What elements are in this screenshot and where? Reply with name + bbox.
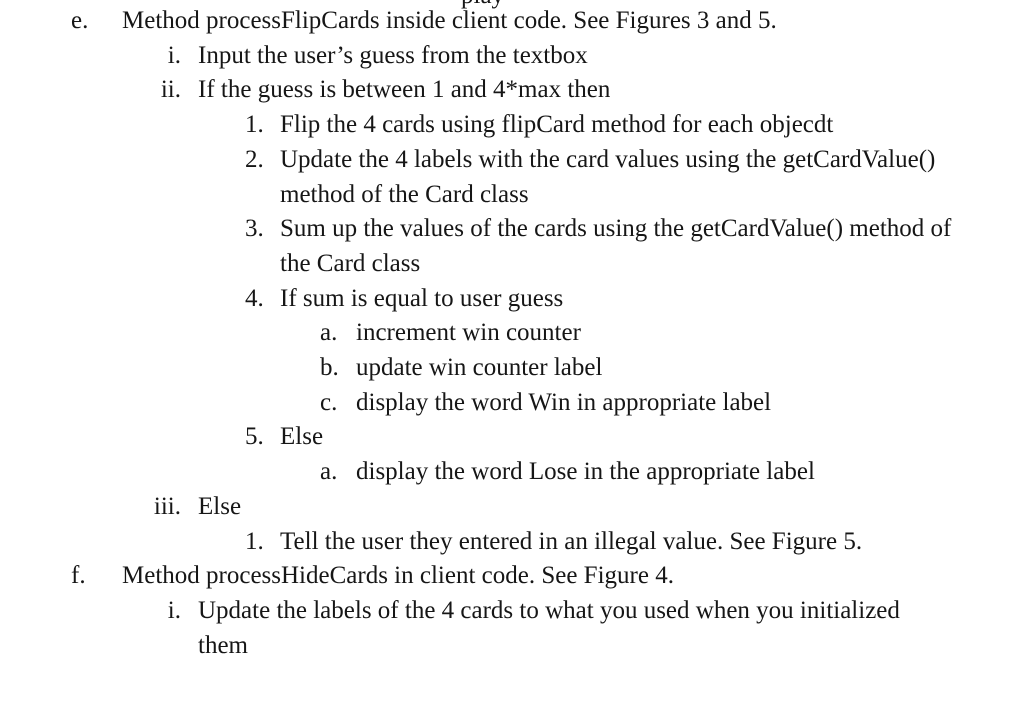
list-marker: i.: [167, 596, 181, 624]
list-item: e. Method processFlipCards inside client…: [0, 4, 1014, 39]
list-marker: 4.: [245, 284, 264, 312]
list-marker: a.: [320, 319, 338, 347]
list-text: Update the labels of the 4 cards to what…: [198, 596, 900, 624]
clipped-line-fragment: play: [461, 0, 531, 12]
list-marker: 1.: [245, 527, 264, 555]
list-item: 4. If sum is equal to user guess: [0, 282, 1014, 317]
list-item: 5. Else: [0, 420, 1014, 455]
list-marker: 5.: [245, 423, 264, 451]
list-text: display the word Lose in the appropriate…: [356, 458, 815, 486]
list-item: method of the Card class: [0, 178, 1014, 213]
list-text: them: [198, 631, 248, 659]
list-text: Sum up the values of the cards using the…: [280, 215, 952, 243]
list-text: Else: [280, 423, 324, 451]
list-marker: ii.: [160, 76, 181, 104]
outline-list: e. Method processFlipCards inside client…: [0, 4, 1014, 663]
list-item: ii. If the guess is between 1 and 4*max …: [0, 73, 1014, 108]
list-marker: a.: [320, 458, 338, 486]
list-item: 3. Sum up the values of the cards using …: [0, 212, 1014, 247]
list-item: c. display the word Win in appropriate l…: [0, 386, 1014, 421]
list-marker: f.: [71, 562, 86, 590]
list-marker: c.: [320, 388, 338, 416]
list-text: Flip the 4 cards using flipCard method f…: [280, 111, 834, 139]
list-text: If the guess is between 1 and 4*max then: [198, 76, 611, 104]
list-item: the Card class: [0, 247, 1014, 282]
list-item: a. increment win counter: [0, 316, 1014, 351]
list-marker: 2.: [245, 145, 264, 173]
list-text: If sum is equal to user guess: [280, 284, 564, 312]
list-text: the Card class: [280, 249, 421, 277]
list-text: increment win counter: [356, 319, 581, 347]
list-text: Input the user’s guess from the textbox: [198, 41, 588, 69]
list-text: update win counter label: [356, 354, 603, 382]
list-text: Method processFlipCards inside client co…: [122, 7, 777, 34]
list-marker: 3.: [245, 215, 264, 243]
list-item: a. display the word Lose in the appropri…: [0, 455, 1014, 490]
list-text: display the word Win in appropriate labe…: [356, 388, 772, 416]
list-item: iii. Else: [0, 490, 1014, 525]
list-marker: i.: [167, 41, 181, 69]
list-text: Update the 4 labels with the card values…: [280, 145, 936, 173]
list-marker: iii.: [153, 492, 181, 520]
list-item: 1. Flip the 4 cards using flipCard metho…: [0, 108, 1014, 143]
list-text: Tell the user they entered in an illegal…: [280, 527, 863, 555]
list-item: 2. Update the 4 labels with the card val…: [0, 143, 1014, 178]
list-item: i. Input the user’s guess from the textb…: [0, 39, 1014, 74]
list-text: Method processHideCards in client code. …: [122, 562, 674, 590]
list-item: 1. Tell the user they entered in an ille…: [0, 525, 1014, 560]
list-item: f. Method processHideCards in client cod…: [0, 559, 1014, 594]
list-text: Else: [198, 492, 242, 520]
list-marker: b.: [320, 354, 339, 382]
list-text: method of the Card class: [280, 180, 529, 208]
list-item: b. update win counter label: [0, 351, 1014, 386]
list-item: them: [0, 629, 1014, 664]
list-marker: 1.: [245, 111, 264, 139]
list-marker: e.: [71, 7, 89, 34]
list-item: i. Update the labels of the 4 cards to w…: [0, 594, 1014, 629]
clipped-line-text: play: [461, 0, 531, 12]
